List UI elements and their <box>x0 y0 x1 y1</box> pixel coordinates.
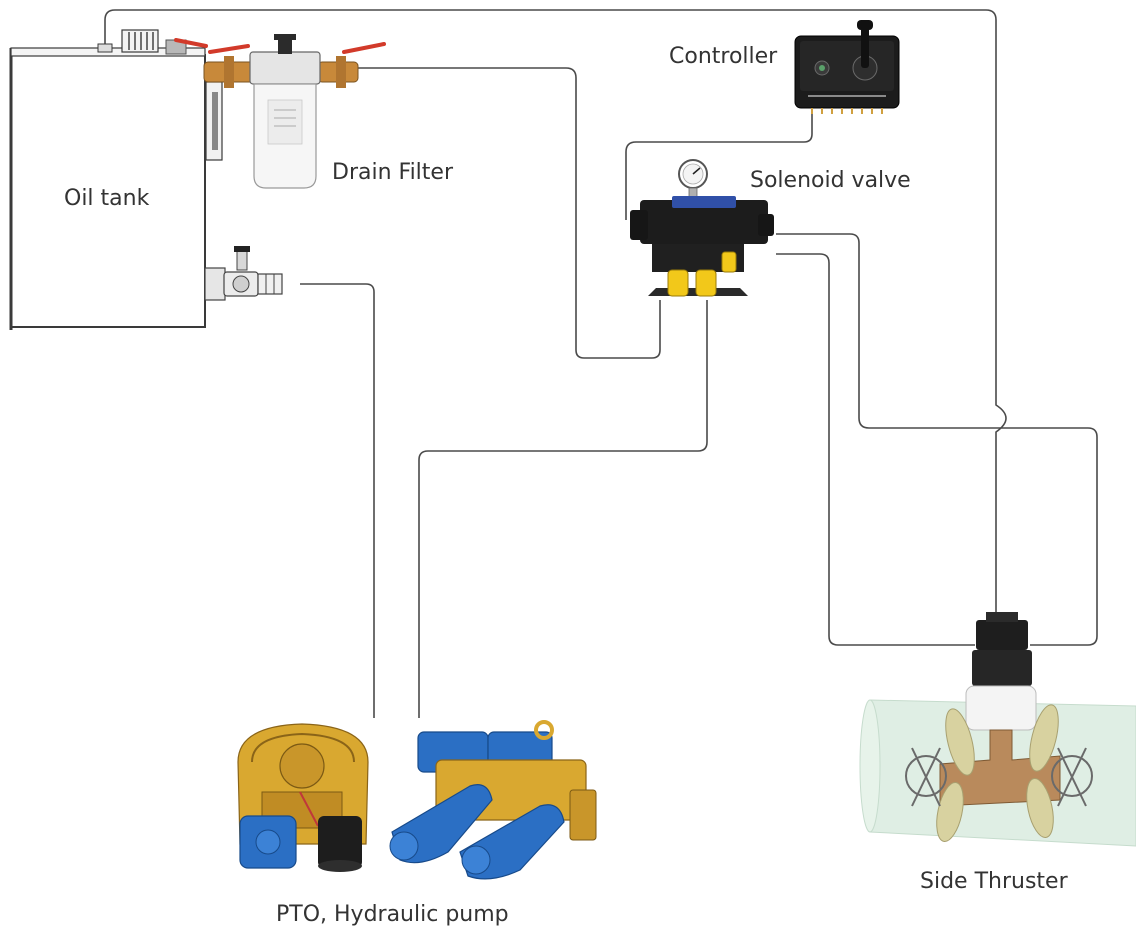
breather-cap-icon <box>97 29 159 53</box>
line-controller-to-valve <box>625 107 813 220</box>
oil-tank <box>9 29 283 330</box>
pressure-gauge-icon <box>678 159 708 203</box>
side-thruster <box>859 612 1136 847</box>
controller <box>794 20 900 114</box>
drain-filter-label: Drain Filter <box>332 160 453 185</box>
oil-tank-label: Oil tank <box>64 186 150 211</box>
solenoid-valve-label: Solenoid valve <box>750 168 911 193</box>
side-thruster-label: Side Thruster <box>920 869 1068 894</box>
grille-icon <box>905 747 1093 807</box>
line-filter-to-valve <box>355 67 661 359</box>
drain-filter <box>203 34 386 189</box>
line-tank-outlet-to-pump <box>300 283 375 718</box>
pto-gearbox-right <box>389 720 597 880</box>
joystick-icon <box>861 24 869 68</box>
pump-label: PTO, Hydraulic pump <box>276 902 509 927</box>
line-pump-to-valve <box>418 300 708 718</box>
controller-label: Controller <box>669 44 778 69</box>
pto-gearbox-left <box>237 723 369 872</box>
connection-lines <box>104 9 1098 718</box>
line-valve-a-to-thruster <box>776 233 1098 646</box>
pto-hydraulic-pump <box>237 720 597 880</box>
line-valve-b-to-thruster <box>776 253 975 646</box>
valve-connectors-icon <box>667 251 737 297</box>
tank-top-valve-icon <box>165 38 208 55</box>
tank-outlet-valve-icon <box>204 246 283 301</box>
propeller-icon <box>936 704 1059 842</box>
solenoid-valve <box>630 159 774 297</box>
line-tank-top-to-thruster <box>104 9 1007 700</box>
